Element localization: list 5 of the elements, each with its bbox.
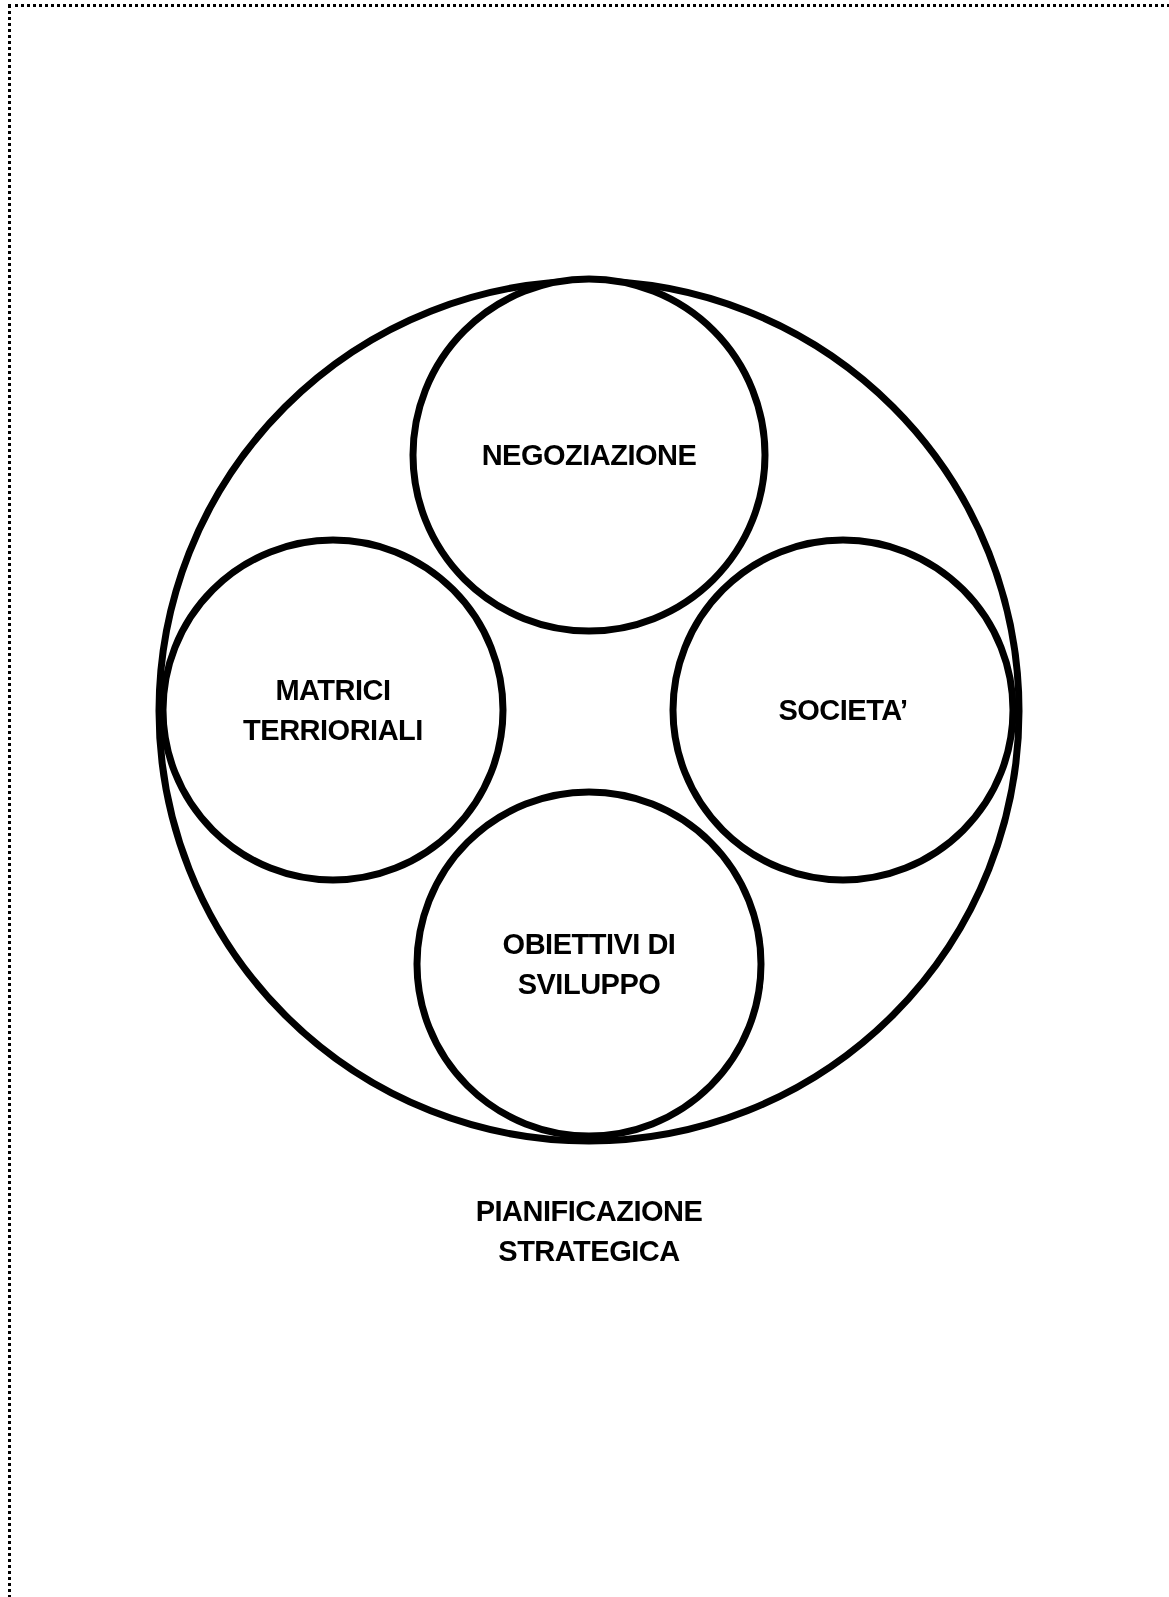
circle-label: SOCIETA’	[777, 693, 909, 728]
circle-label: PIANIFICAZIONE STRATEGICA	[474, 1194, 704, 1269]
circle-label: NEGOZIAZIONE	[480, 438, 698, 473]
circle-label: MATRICI TERRIORIALI	[242, 673, 424, 748]
circle-label: OBIETTIVI DI SVILUPPO	[501, 927, 677, 1002]
